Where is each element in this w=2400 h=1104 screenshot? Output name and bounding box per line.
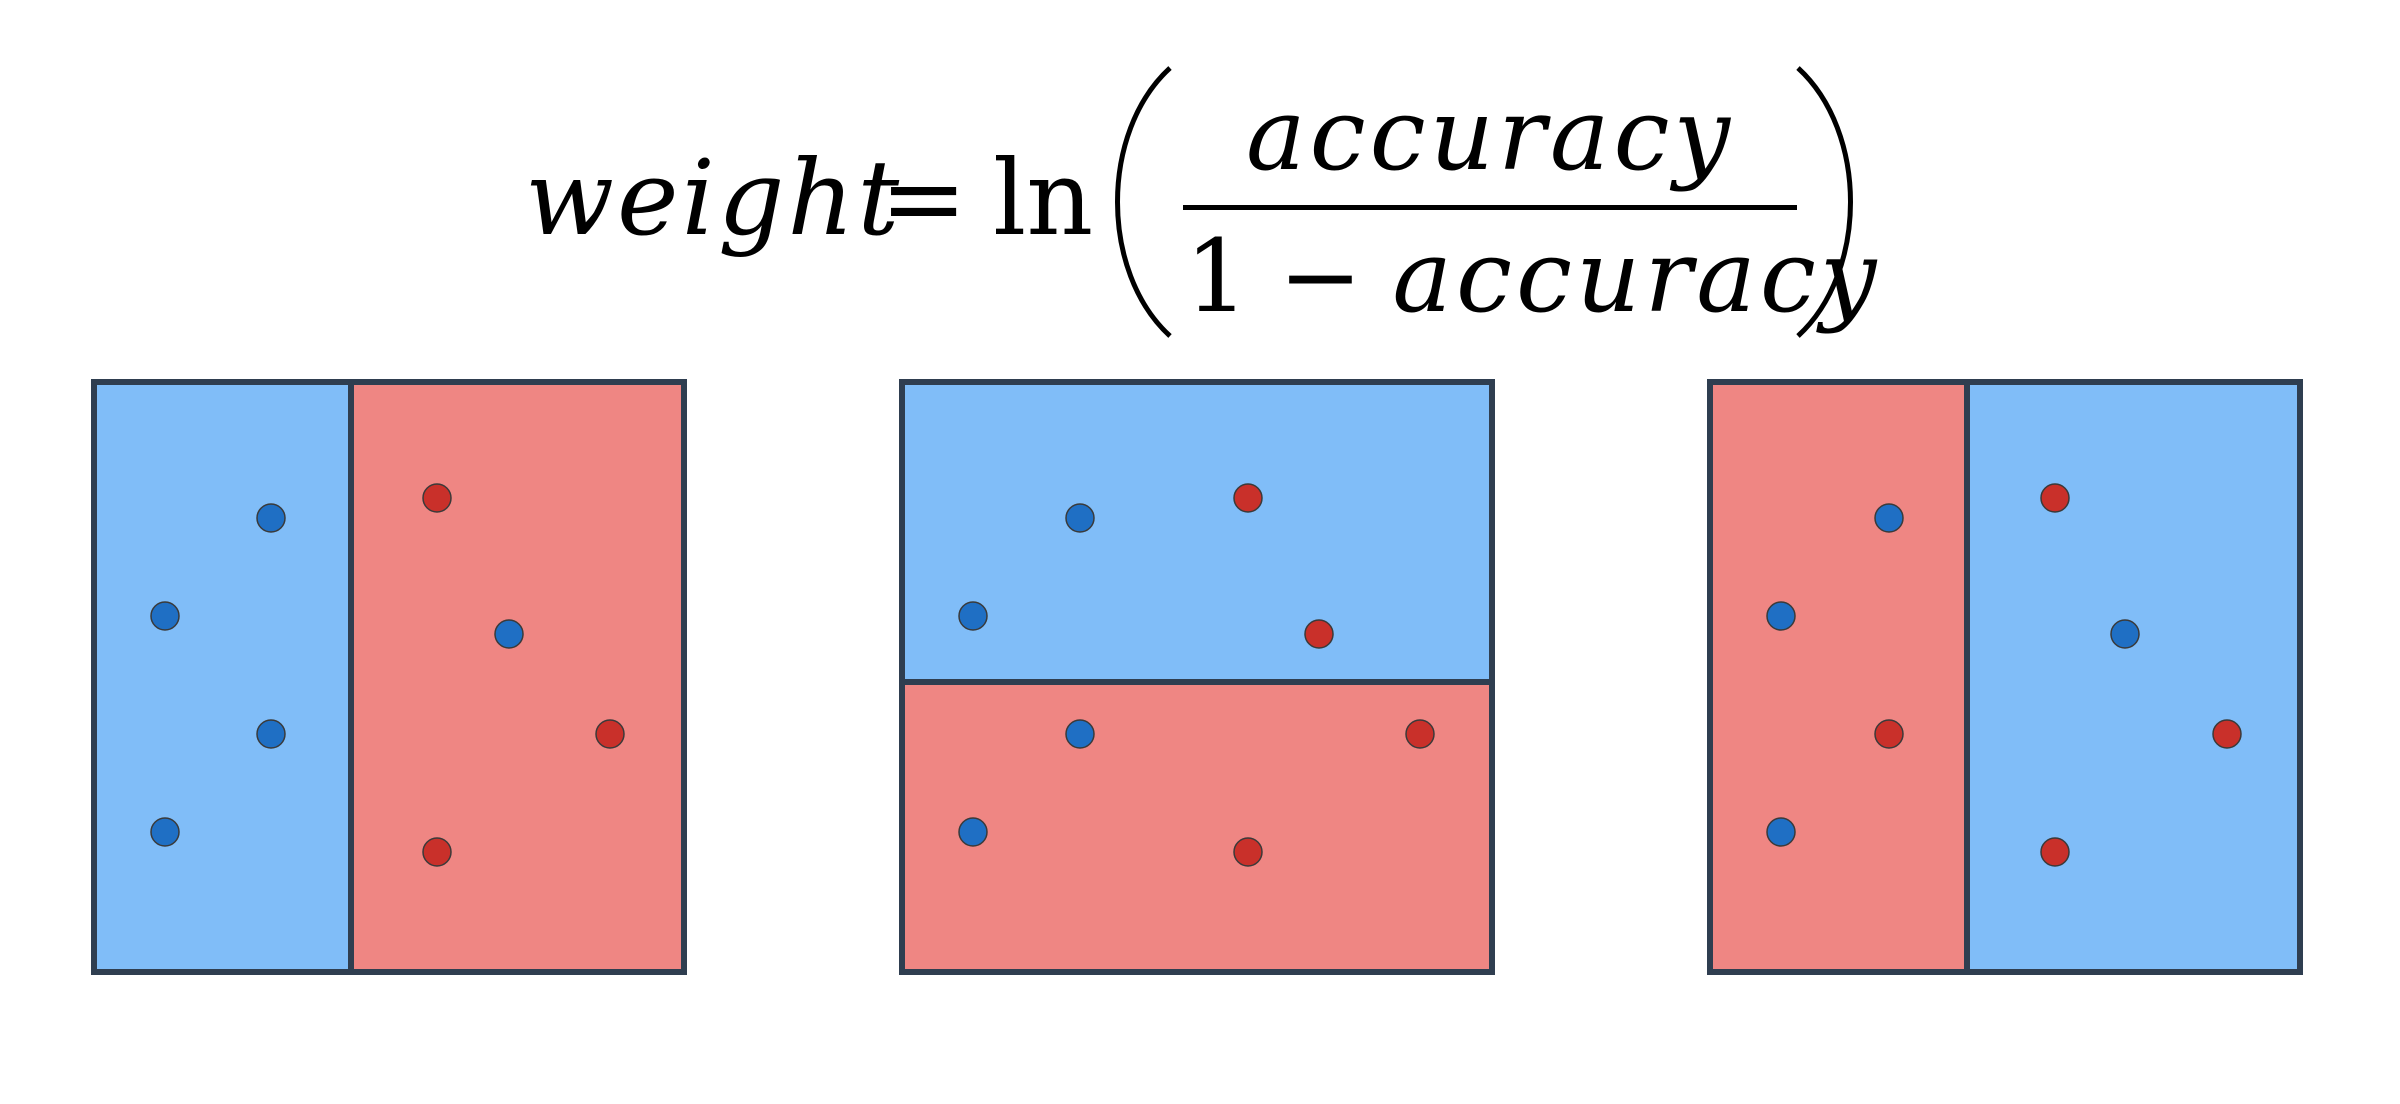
- red-data-point: [1304, 619, 1334, 649]
- panel-border: [899, 379, 1495, 975]
- panel-border: [1707, 379, 2303, 975]
- red-data-point: [2212, 719, 2242, 749]
- blue-data-point: [2110, 619, 2140, 649]
- blue-region: [94, 382, 351, 972]
- blue-data-point: [150, 601, 180, 631]
- fraction-denominator: 1−accuracy: [1185, 222, 1876, 332]
- blue-data-point: [958, 817, 988, 847]
- blue-data-point: [1065, 719, 1095, 749]
- classifier-panel-1: [91, 379, 687, 975]
- blue-region: [902, 382, 1492, 682]
- fraction-bar: [1183, 205, 1797, 210]
- formula-ln: ln: [993, 137, 1094, 259]
- formula-equals: =: [880, 137, 968, 259]
- red-data-point: [1233, 837, 1263, 867]
- red-data-point: [2040, 837, 2070, 867]
- blue-data-point: [1766, 817, 1796, 847]
- weight-formula: weight = ln accuracy 1−accuracy: [0, 62, 2400, 352]
- red-region: [1710, 382, 1967, 972]
- red-data-point: [595, 719, 625, 749]
- red-data-point: [1874, 719, 1904, 749]
- blue-data-point: [494, 619, 524, 649]
- red-data-point: [2040, 483, 2070, 513]
- blue-data-point: [1766, 601, 1796, 631]
- classifier-panel-3: [1707, 379, 2303, 975]
- blue-data-point: [1874, 503, 1904, 533]
- classifier-panel-2: [899, 379, 1495, 975]
- red-region: [902, 682, 1492, 972]
- blue-region: [1967, 382, 2300, 972]
- right-parenthesis: [1796, 66, 1853, 338]
- denominator-accuracy: accuracy: [1392, 218, 1881, 335]
- blue-data-point: [958, 601, 988, 631]
- formula-lhs: weight: [525, 137, 903, 259]
- denominator-one: 1: [1185, 218, 1253, 335]
- panel-border: [91, 379, 687, 975]
- blue-data-point: [150, 817, 180, 847]
- red-data-point: [1233, 483, 1263, 513]
- red-region: [351, 382, 684, 972]
- left-parenthesis: [1115, 66, 1172, 338]
- blue-data-point: [256, 719, 286, 749]
- red-data-point: [422, 483, 452, 513]
- fraction-numerator: accuracy: [1246, 76, 1734, 193]
- red-data-point: [422, 837, 452, 867]
- blue-data-point: [256, 503, 286, 533]
- denominator-minus: −: [1278, 218, 1367, 335]
- blue-data-point: [1065, 503, 1095, 533]
- red-data-point: [1405, 719, 1435, 749]
